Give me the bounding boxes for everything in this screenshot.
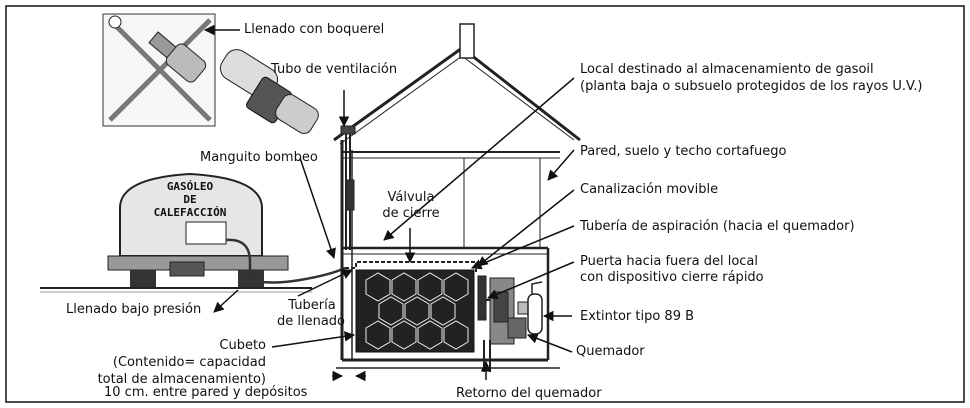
label-puerta-2: con dispositivo cierre rápido bbox=[580, 270, 764, 285]
diagram-border bbox=[5, 5, 965, 403]
label-tuberia-llenado-2: de llenado bbox=[276, 314, 345, 329]
truck-text-line2: DE bbox=[183, 193, 197, 206]
label-manguito-bombeo: Manguito bombeo bbox=[200, 150, 318, 165]
label-canalizacion-movible: Canalización movible bbox=[580, 182, 719, 197]
label-quemador: Quemador bbox=[576, 344, 645, 359]
label-extintor: Extintor tipo 89 B bbox=[580, 309, 695, 324]
crossed-nozzle-illustration bbox=[102, 13, 216, 127]
label-local-destinado-1: Local destinado al almacenamiento de gas… bbox=[580, 62, 874, 77]
label-cubeto-1: Cubeto bbox=[219, 338, 266, 353]
label-tuberia-aspiracion: Tubería de aspiración (hacia el quemador… bbox=[580, 219, 855, 234]
label-cubeto-3: total de almacenamiento) bbox=[97, 372, 266, 387]
truck-text-line1: GASÓLEO bbox=[166, 180, 214, 193]
label-valvula-1: Válvula bbox=[387, 190, 435, 205]
label-retorno-quemador: Retorno del quemador bbox=[456, 386, 602, 401]
burner-room bbox=[477, 275, 529, 372]
label-distancia: 10 cm. entre pared y depósitos bbox=[104, 385, 308, 400]
fuel-tanks bbox=[355, 269, 475, 353]
tanker-truck-illustration bbox=[40, 172, 312, 293]
pump-sleeve-illustration bbox=[219, 49, 319, 134]
label-tubo-ventilacion: Tubo de ventilación bbox=[271, 62, 398, 77]
building-structure bbox=[333, 23, 581, 369]
label-cubeto-2: (Contenido= capacidad bbox=[112, 355, 266, 370]
label-llenado-presion: Llenado bajo presión bbox=[66, 302, 202, 317]
vent-pipe bbox=[340, 125, 356, 250]
label-pared-suelo-techo: Pared, suelo y techo cortafuego bbox=[580, 144, 787, 159]
extinguisher-illustration bbox=[527, 281, 543, 335]
leader-lines bbox=[203, 24, 575, 382]
label-puerta-1: Puerta hacia fuera del local bbox=[580, 254, 758, 269]
label-valvula-2: de cierre bbox=[382, 206, 440, 221]
fill-hose bbox=[225, 238, 346, 284]
label-tuberia-llenado-1: Tubería bbox=[288, 298, 336, 313]
truck-text-line3: CALEFACCIÓN bbox=[153, 206, 227, 219]
label-llenado-boquerel: Llenado con boquerel bbox=[244, 22, 385, 37]
label-local-destinado-2: (planta baja o subsuelo protegidos de lo… bbox=[580, 79, 923, 94]
